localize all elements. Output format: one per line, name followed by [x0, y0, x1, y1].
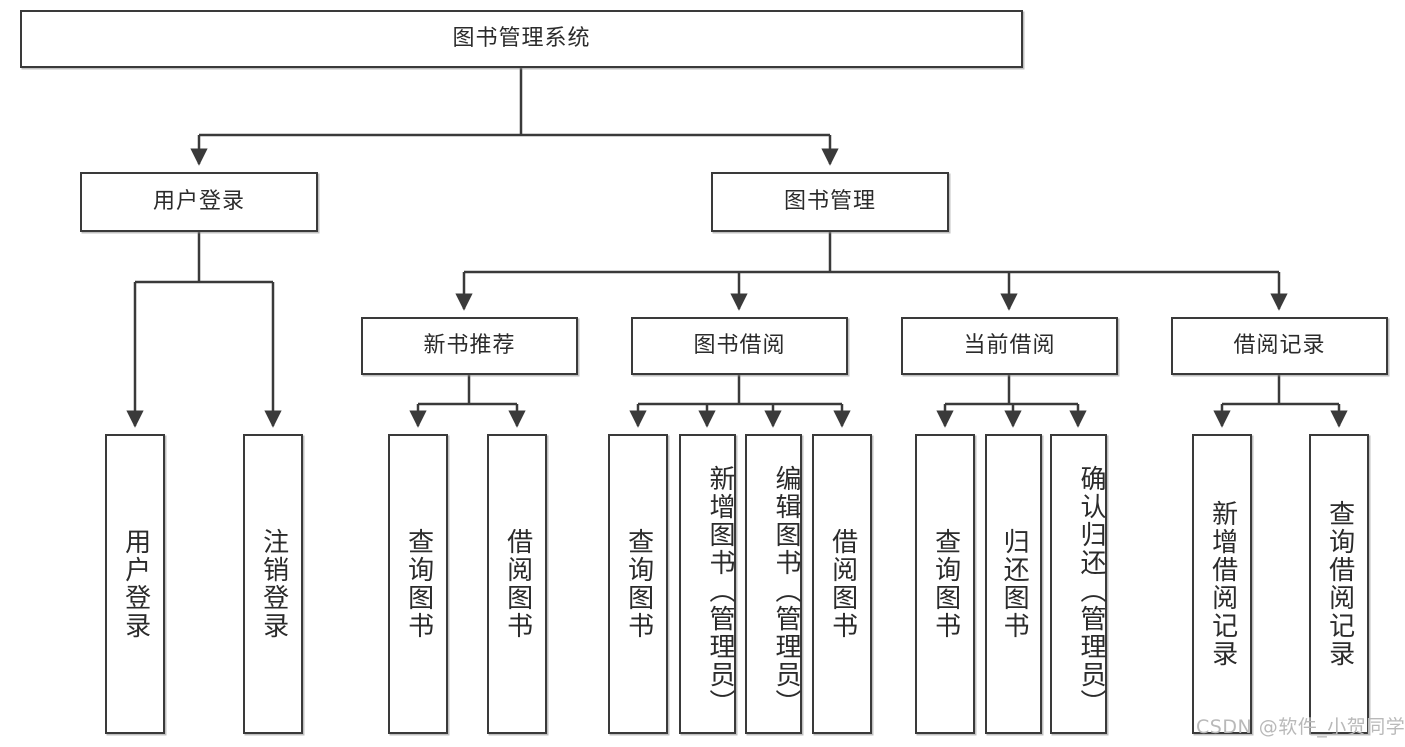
leaf-borrow-add-book-admin[interactable]: 新增图书（管理员） [679, 434, 736, 734]
node-root[interactable]: 图书管理系统 [20, 10, 1023, 68]
leaf-user-logout[interactable]: 注销登录 [243, 434, 303, 734]
leaf-borrow-edit-book-admin[interactable]: 编辑图书（管理员） [745, 434, 802, 734]
node-book-management[interactable]: 图书管理 [711, 172, 949, 232]
leaf-current-confirm-return-admin[interactable]: 确认归还（管理员） [1050, 434, 1107, 734]
node-book-borrow[interactable]: 图书借阅 [631, 317, 848, 375]
node-new-book-recommend[interactable]: 新书推荐 [361, 317, 578, 375]
leaf-records-query-record[interactable]: 查询借阅记录 [1309, 434, 1369, 734]
leaf-current-query-book[interactable]: 查询图书 [915, 434, 975, 734]
leaf-current-return-book[interactable]: 归还图书 [985, 434, 1042, 734]
leaf-borrow-borrow-book[interactable]: 借阅图书 [812, 434, 872, 734]
leaf-user-login[interactable]: 用户登录 [105, 434, 165, 734]
leaf-newbook-borrow-book[interactable]: 借阅图书 [487, 434, 547, 734]
leaf-newbook-query-book[interactable]: 查询图书 [388, 434, 448, 734]
node-borrow-records[interactable]: 借阅记录 [1171, 317, 1388, 375]
leaf-records-add-record[interactable]: 新增借阅记录 [1192, 434, 1252, 734]
node-user-login[interactable]: 用户登录 [80, 172, 318, 232]
leaf-borrow-query-book[interactable]: 查询图书 [608, 434, 668, 734]
node-current-borrow[interactable]: 当前借阅 [901, 317, 1118, 375]
csdn-watermark: CSDN @软件_小贺同学 [1196, 716, 1405, 738]
